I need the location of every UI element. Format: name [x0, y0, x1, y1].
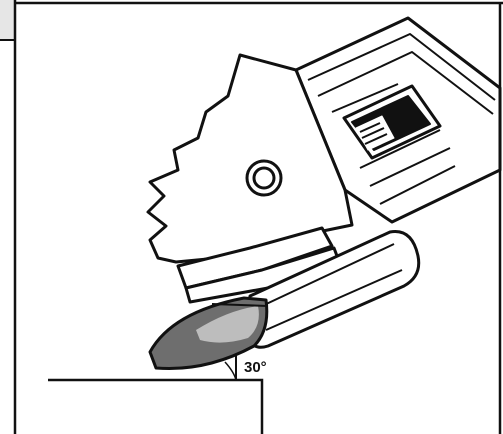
grinding-disc [148, 296, 269, 370]
spindle-lock-button [245, 159, 283, 197]
workpiece [48, 378, 264, 434]
angle-grinder [146, 16, 502, 304]
gear-head [146, 53, 354, 264]
switch-slider [342, 84, 442, 160]
angle-label: 30° [244, 359, 267, 376]
